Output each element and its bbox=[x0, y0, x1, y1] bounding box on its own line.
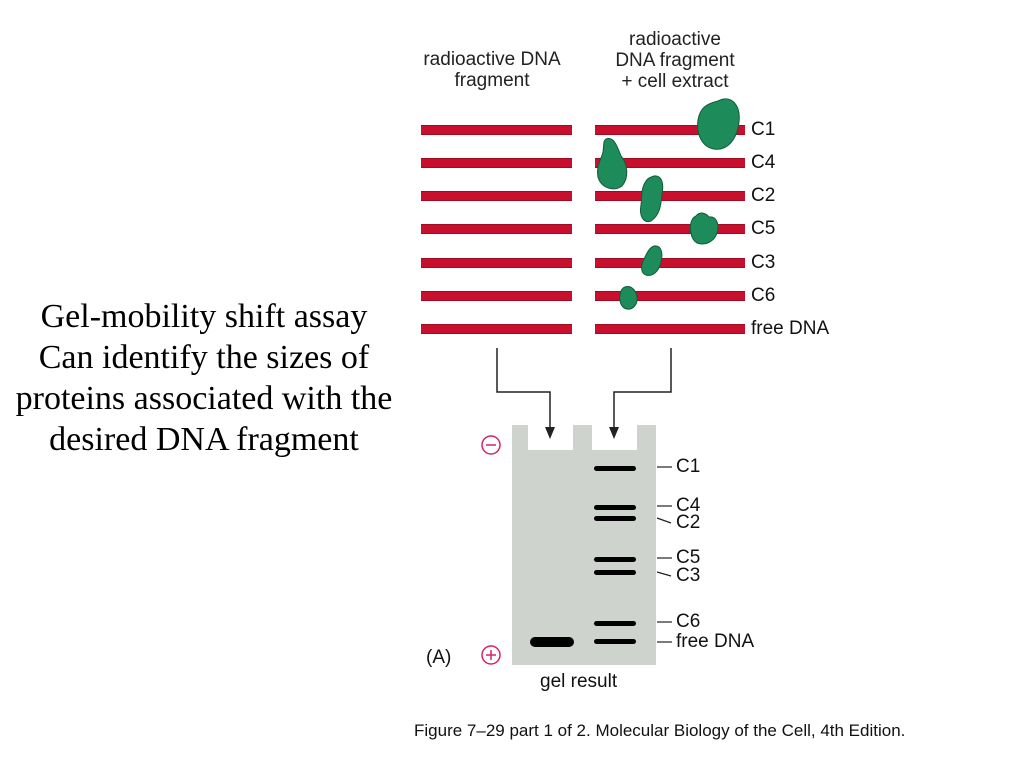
gel-band-c5 bbox=[594, 557, 636, 562]
dna-fragment-right-c5 bbox=[595, 224, 745, 234]
gel-label-c2: C2 bbox=[676, 512, 701, 533]
protein-c4 bbox=[597, 137, 628, 190]
panel-label: (A) bbox=[426, 647, 452, 668]
protein-c1 bbox=[697, 98, 740, 150]
column-header-left-line-2: fragment bbox=[454, 70, 530, 91]
dna-fragment-right-c1 bbox=[595, 125, 745, 135]
dna-fragment-left-1 bbox=[421, 125, 572, 135]
dna-label-c3: C3 bbox=[751, 252, 776, 273]
gel-band-c1 bbox=[594, 466, 636, 471]
dna-label-free-dna: free DNA bbox=[751, 318, 830, 339]
dna-fragment-left-6 bbox=[421, 291, 572, 301]
protein-c5 bbox=[689, 212, 719, 245]
side-text-line-3: proteins associated with the bbox=[15, 380, 393, 417]
dna-fragment-right-c3 bbox=[595, 258, 745, 268]
arrow-right-lane bbox=[613, 348, 672, 428]
gel-leader-lines bbox=[656, 466, 672, 643]
column-header-right-line-2: DNA fragment bbox=[615, 50, 735, 71]
dna-label-c2: C2 bbox=[751, 185, 776, 206]
dna-fragment-right-free bbox=[595, 324, 745, 334]
dna-fragment-right-c4 bbox=[595, 158, 745, 168]
gel-band-c4 bbox=[594, 505, 636, 510]
dna-label-c6: C6 bbox=[751, 285, 776, 306]
gel-label-c6: C6 bbox=[676, 611, 701, 632]
arrow-left-head bbox=[545, 427, 555, 439]
figure-caption: Figure 7–29 part 1 of 2. Molecular Biolo… bbox=[414, 721, 906, 740]
side-text: Gel-mobility shift assay Can identify th… bbox=[0, 296, 408, 460]
gel-band-free-dna bbox=[594, 639, 636, 644]
dna-label-c1: C1 bbox=[751, 119, 776, 140]
dna-fragment-right-c6 bbox=[595, 291, 745, 301]
dna-fragment-left-2 bbox=[421, 158, 572, 168]
gel-band-c2 bbox=[594, 516, 636, 521]
dna-fragment-left-3 bbox=[421, 191, 572, 201]
dna-fragment-left-4 bbox=[421, 224, 572, 234]
gel-label-c5: C5 bbox=[676, 547, 701, 568]
column-header-left-line-1: radioactive DNA bbox=[423, 49, 561, 70]
gel-label-free-dna: free DNA bbox=[676, 631, 755, 652]
negative-electrode-icon bbox=[481, 435, 501, 455]
protein-c3 bbox=[641, 245, 663, 276]
protein-c2 bbox=[640, 175, 664, 223]
gel-result-caption: gel result bbox=[540, 671, 618, 692]
gel-band-c6 bbox=[594, 621, 636, 626]
dna-fragment-left-7 bbox=[421, 324, 572, 334]
dna-label-c5: C5 bbox=[751, 218, 776, 239]
column-header-right-line-3: + cell extract bbox=[621, 71, 729, 92]
gel-slab bbox=[512, 425, 656, 665]
arrow-right-head bbox=[609, 427, 619, 439]
gel-label-c3: C3 bbox=[676, 565, 701, 586]
column-header-right: radioactive DNA fragment + cell extract bbox=[592, 29, 758, 92]
positive-electrode-icon bbox=[481, 645, 501, 665]
gel-band-c3 bbox=[594, 570, 636, 575]
dna-label-c4: C4 bbox=[751, 152, 776, 173]
dna-fragment-left-5 bbox=[421, 258, 572, 268]
column-header-left: radioactive DNA fragment bbox=[396, 49, 588, 91]
gel-band-lane1-free-dna bbox=[530, 637, 574, 647]
side-text-line-2: Can identify the sizes of bbox=[38, 339, 370, 376]
protein-c6 bbox=[619, 286, 638, 310]
column-header-right-line-1: radioactive bbox=[629, 29, 721, 50]
gel-label-c1: C1 bbox=[676, 456, 701, 477]
gel-label-c4: C4 bbox=[676, 495, 701, 516]
arrow-left-lane bbox=[496, 348, 551, 428]
side-text-line-4: desired DNA fragment bbox=[49, 421, 359, 458]
side-text-line-1: Gel-mobility shift assay bbox=[40, 298, 368, 335]
dna-fragment-right-c2 bbox=[595, 191, 745, 201]
